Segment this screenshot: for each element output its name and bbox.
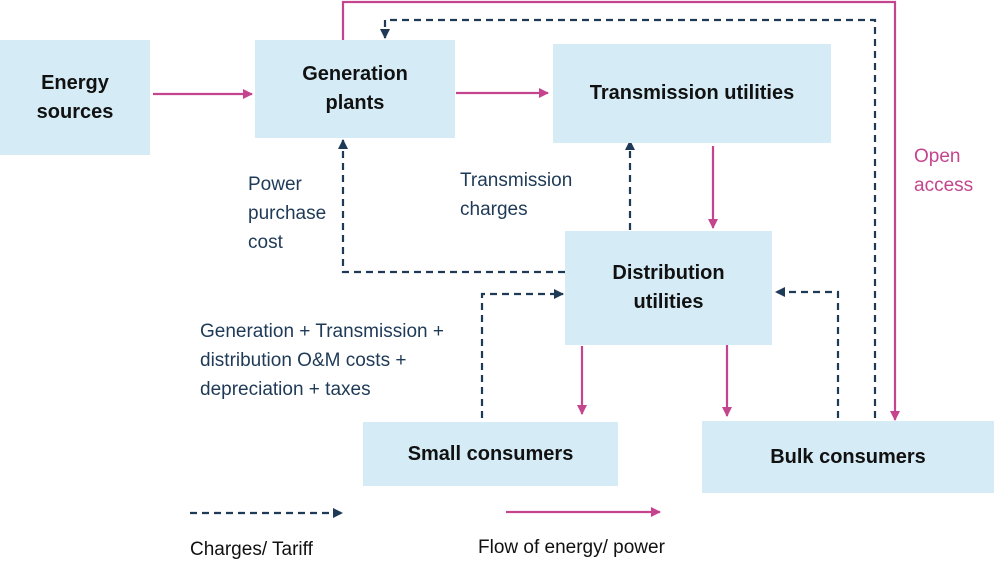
distribution-utilities-label: Distribution utilities (612, 262, 725, 313)
arrow-bulk-to-generation (380, 18, 877, 418)
transmission-utilities-label: Transmission utilities (589, 82, 795, 104)
energy-sources-box: Energy sources (0, 40, 150, 155)
transmission-charges-label: Transmission charges (460, 170, 573, 220)
legend-energy-flow-label: Flow of energy/ power (478, 537, 665, 558)
arrow-distribution-to-generation (338, 139, 565, 274)
bulk-consumers-box: Bulk consumers (702, 421, 994, 493)
arrow-open-access (341, 0, 900, 421)
generation-plants-label: Generation plants (302, 63, 408, 114)
arrow-small-to-distribution (480, 289, 564, 418)
cost-components-label: Generation + Transmission + distribution… (200, 321, 444, 400)
bulk-consumers-label: Bulk consumers (770, 445, 926, 468)
small-consumers-box: Small consumers (363, 422, 618, 486)
arrow-bulk-to-distribution (775, 287, 840, 418)
open-access-label: Open access (914, 146, 974, 196)
distribution-utilities-box: Distribution utilities (565, 231, 772, 345)
small-consumers-label: Small consumers (407, 442, 574, 465)
legend-charges-label: Charges/ Tariff (190, 539, 313, 560)
generation-plants-box: Generation plants (255, 40, 455, 138)
transmission-utilities-box: Transmission utilities (553, 44, 831, 143)
energy-sources-label: Energy sources (36, 71, 114, 123)
power-purchase-cost-label: Power purchase cost (248, 174, 327, 253)
